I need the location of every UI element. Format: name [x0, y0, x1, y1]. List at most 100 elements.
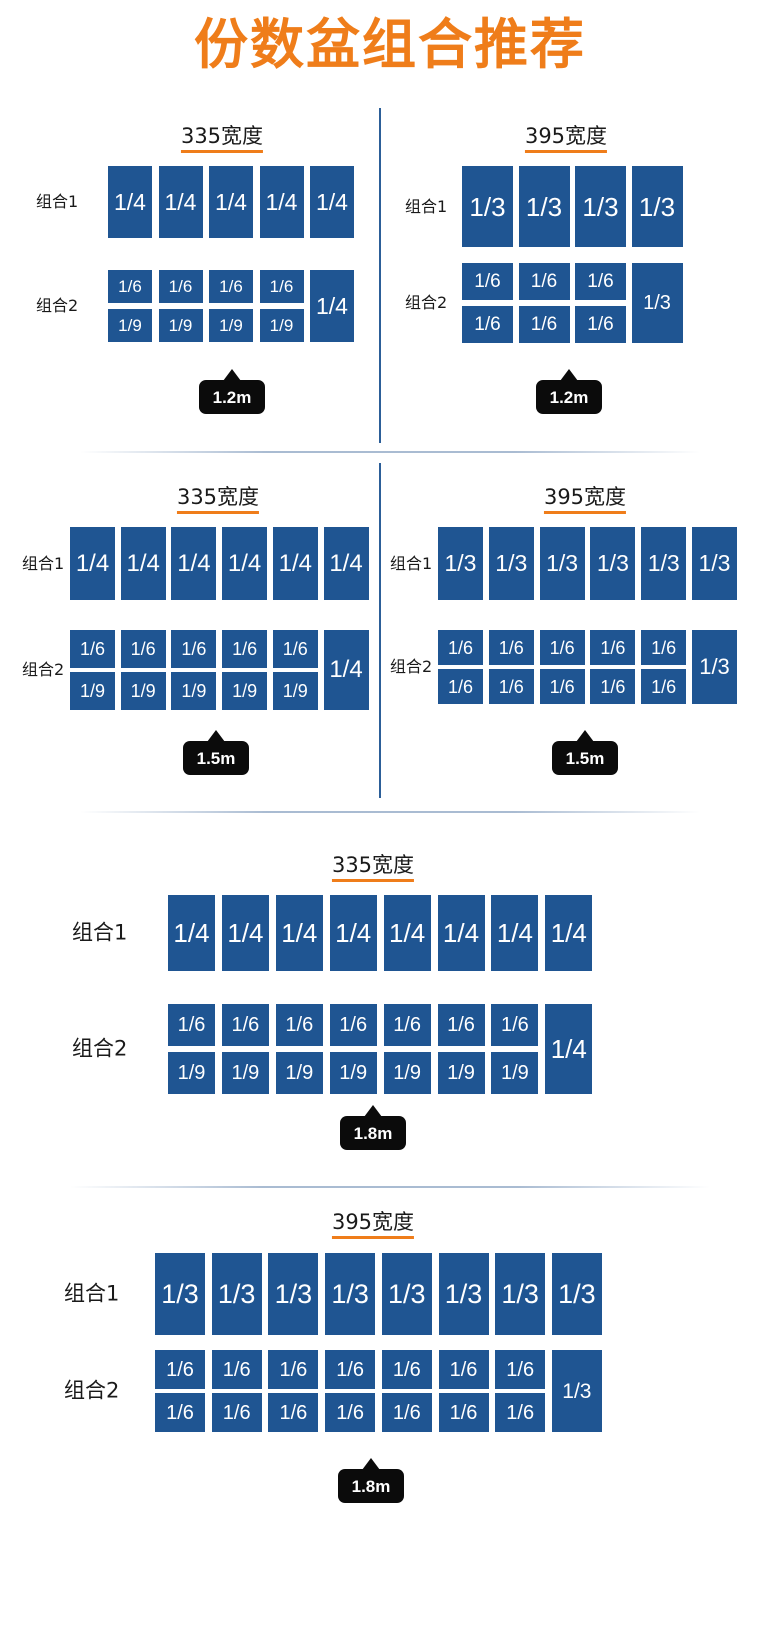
pan-tile-bottom: 1/9: [437, 1052, 485, 1094]
pan-tile: 1/4: [310, 166, 354, 238]
pan-tile: 1/3: [641, 527, 687, 600]
combo1-label: 组合1: [72, 920, 128, 945]
pan-tile: 1/3: [268, 1253, 319, 1335]
pan-tile: 1/3: [590, 527, 636, 600]
pan-tile-bottom: 1/9: [209, 309, 253, 342]
length-badge: 1.8m: [338, 1458, 404, 1503]
pan-tile-bottom: 1/9: [120, 672, 166, 710]
pan-tile: 1/3: [155, 1253, 205, 1335]
pan-tile: 1/4: [383, 895, 431, 971]
pan-tile: 1/4: [222, 527, 268, 600]
pan-tile-top: 1/6: [222, 630, 268, 668]
length-badge: 1.5m: [552, 730, 618, 775]
pan-tile-top: 1/6: [120, 630, 166, 668]
pan-tile-top: 1/6: [491, 1004, 539, 1046]
pan-tile: 1/4: [120, 527, 166, 600]
pan-tile-top: 1/6: [462, 263, 513, 300]
pan-tile-bottom: 1/9: [272, 672, 318, 710]
pan-tile: 1/4: [275, 895, 323, 971]
pan-tile: 1/3: [211, 1253, 262, 1335]
pan-tile: 1/4: [437, 895, 485, 971]
pan-tile-top: 1/6: [495, 1350, 546, 1389]
pan-tile: 1/4: [171, 527, 217, 600]
pan-tile-end: 1/3: [551, 1350, 602, 1432]
divider-horizontal-2: [80, 811, 700, 813]
pan-tile-bottom: 1/9: [158, 309, 203, 342]
pan-tile: 1/3: [692, 527, 737, 600]
pan-tile-top: 1/6: [275, 1004, 323, 1046]
combo1-label: 组合1: [64, 1281, 120, 1306]
combo2-label: 组合2: [390, 657, 433, 676]
divider-horizontal-1: [80, 451, 700, 453]
pan-tile-bottom: 1/6: [438, 1393, 489, 1432]
pan-tile: 1/3: [539, 527, 585, 600]
pan-tile-top: 1/6: [70, 630, 115, 668]
pan-tile-bottom: 1/6: [488, 669, 534, 704]
section-width-label: 335宽度: [180, 124, 264, 153]
pan-tile-top: 1/6: [108, 270, 152, 303]
pan-tile-bottom: 1/9: [259, 309, 304, 342]
pan-tile: 1/4: [491, 895, 539, 971]
pan-tile-bottom: 1/6: [155, 1393, 205, 1432]
pan-tile-end: 1/3: [631, 263, 683, 343]
pan-tile: 1/3: [518, 166, 570, 247]
pan-tile-top: 1/6: [158, 270, 203, 303]
combo2-label: 组合2: [64, 1378, 120, 1403]
pan-tile-bottom: 1/9: [168, 1052, 215, 1094]
pan-tile: 1/3: [325, 1253, 376, 1335]
pan-tile-top: 1/6: [383, 1004, 431, 1046]
combo2-label: 组合2: [72, 1036, 128, 1061]
pan-tile-top: 1/6: [641, 630, 687, 665]
combo2-label: 组合2: [22, 660, 65, 679]
combo1-label: 组合1: [36, 192, 79, 211]
pan-tile-top: 1/6: [575, 263, 626, 300]
section-width-label: 335宽度: [176, 485, 260, 514]
pan-tile-top: 1/6: [155, 1350, 205, 1389]
pan-tile-end: 1/4: [323, 630, 369, 710]
pan-tile-end: 1/4: [310, 270, 354, 342]
combo2-label: 组合2: [405, 293, 448, 312]
pan-tile-bottom: 1/6: [539, 669, 585, 704]
pan-tile-top: 1/6: [438, 1350, 489, 1389]
pan-tile: 1/3: [438, 527, 483, 600]
pan-tile-bottom: 1/6: [268, 1393, 319, 1432]
pan-tile-top: 1/6: [329, 1004, 377, 1046]
pan-tile-top: 1/6: [168, 1004, 215, 1046]
pan-tile-bottom: 1/6: [518, 306, 570, 343]
pan-tile-bottom: 1/6: [438, 669, 483, 704]
pan-tile-bottom: 1/9: [383, 1052, 431, 1094]
pan-tile-bottom: 1/6: [211, 1393, 262, 1432]
divider-horizontal-3: [70, 1186, 710, 1188]
pan-tile-bottom: 1/9: [221, 1052, 269, 1094]
pan-tile-top: 1/6: [539, 630, 585, 665]
combo1-label: 组合1: [390, 553, 433, 573]
length-badge: 1.8m: [340, 1105, 406, 1150]
pan-tile: 1/3: [381, 1253, 432, 1335]
pan-tile: 1/3: [462, 166, 513, 247]
pan-tile-top: 1/6: [437, 1004, 485, 1046]
pan-tile: 1/3: [631, 166, 683, 247]
pan-tile: 1/3: [551, 1253, 602, 1335]
pan-tile: 1/3: [488, 527, 534, 600]
pan-tile-top: 1/6: [488, 630, 534, 665]
pan-tile: 1/4: [158, 166, 203, 238]
pan-tile-bottom: 1/6: [462, 306, 513, 343]
pan-tile-bottom: 1/6: [495, 1393, 546, 1432]
section-width-label: 395宽度: [331, 1210, 415, 1239]
length-badge: 1.2m: [536, 369, 602, 414]
pan-tile-top: 1/6: [325, 1350, 376, 1389]
pan-tile-end: 1/4: [545, 1004, 593, 1094]
pan-tile-bottom: 1/6: [325, 1393, 376, 1432]
pan-tile: 1/3: [495, 1253, 546, 1335]
pan-tile: 1/4: [209, 166, 253, 238]
pan-tile: 1/4: [70, 527, 115, 600]
pan-tile-top: 1/6: [272, 630, 318, 668]
pan-tile: 1/4: [168, 895, 215, 971]
pan-tile-bottom: 1/9: [329, 1052, 377, 1094]
combo1-label: 组合1: [405, 196, 448, 216]
pan-tile-bottom: 1/6: [575, 306, 626, 343]
pan-tile-bottom: 1/9: [171, 672, 217, 710]
pan-tile: 1/4: [323, 527, 369, 600]
pan-tile-bottom: 1/6: [641, 669, 687, 704]
section-width-label: 395宽度: [524, 124, 608, 153]
